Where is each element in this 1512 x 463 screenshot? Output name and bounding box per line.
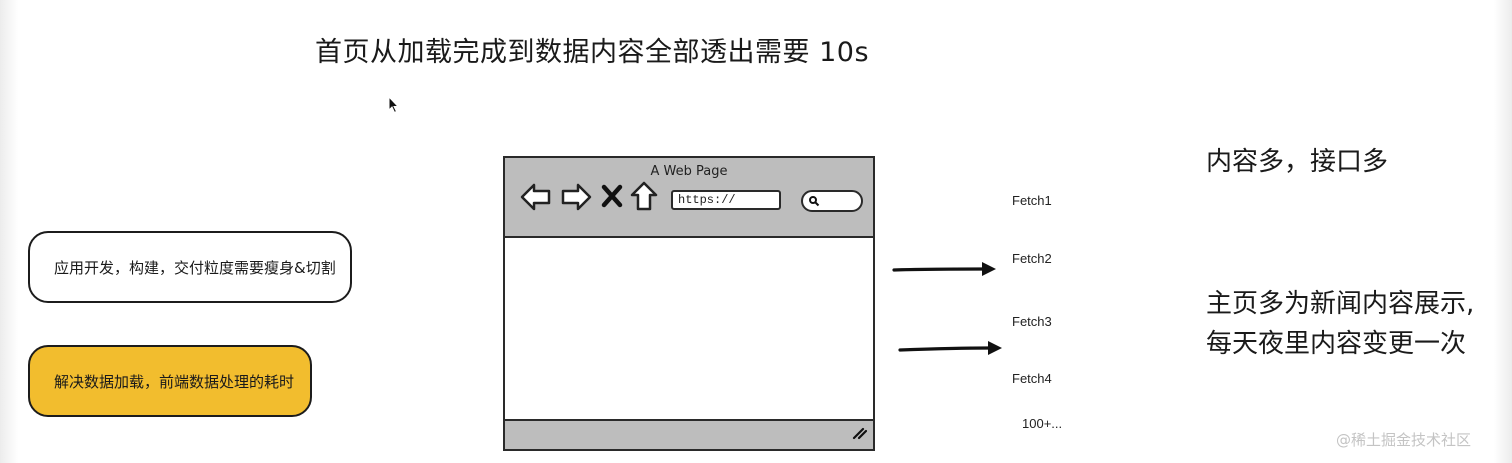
back-arrow-icon <box>520 183 551 211</box>
note-interfaces: 内容多，接口多 <box>1206 147 1389 177</box>
search-icon <box>809 196 820 207</box>
fetch-label: Fetch4 <box>1012 371 1052 386</box>
pill-data-loading: 解决数据加载，前端数据处理的耗时 <box>28 345 312 417</box>
note-news-line1: 主页多为新闻内容展示, <box>1206 289 1475 319</box>
arrow-to-fetch2 <box>892 262 996 276</box>
right-edge-shade <box>1494 0 1512 463</box>
browser-wireframe: A Web Page https:// <box>503 156 875 451</box>
search-box <box>801 190 863 212</box>
mouse-cursor-icon <box>388 96 400 114</box>
pill-app-delivery-label: 应用开发，构建，交付粒度需要瘦身&切割 <box>54 258 336 277</box>
fetch-label: Fetch2 <box>1012 251 1052 266</box>
forward-arrow-icon <box>561 183 592 211</box>
headline: 首页从加载完成到数据内容全部透出需要 10s <box>315 37 870 68</box>
left-edge-shade <box>0 0 18 463</box>
fetch-label: Fetch1 <box>1012 193 1052 208</box>
url-field: https:// <box>671 190 781 210</box>
browser-toolbar: A Web Page https:// <box>505 158 873 238</box>
fetch-label-more: 100+... <box>1022 416 1063 431</box>
pill-app-delivery: 应用开发，构建，交付粒度需要瘦身&切割 <box>28 231 352 303</box>
fetch-label: Fetch3 <box>1012 314 1052 329</box>
browser-statusbar <box>505 419 873 449</box>
browser-page-title: A Web Page <box>650 164 728 179</box>
close-x-icon <box>601 184 623 208</box>
pill-data-loading-label: 解决数据加载，前端数据处理的耗时 <box>54 372 295 391</box>
watermark: @稀土掘金技术社区 <box>1336 431 1472 449</box>
note-news-line2: 每天夜里内容变更一次 <box>1206 329 1467 359</box>
arrow-to-fetch3 <box>898 341 1002 355</box>
home-icon <box>630 181 658 211</box>
resize-grip-icon <box>852 427 867 440</box>
